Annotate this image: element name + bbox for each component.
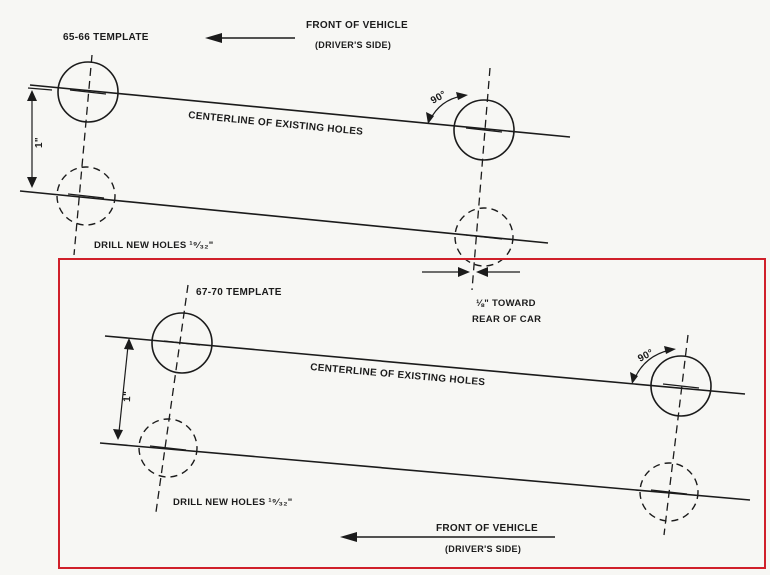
bottom-right-new-hole — [639, 462, 699, 522]
bottom-centerline-label: CENTERLINE OF EXISTING HOLES — [310, 362, 486, 388]
top-template-label: 65-66 TEMPLATE — [63, 32, 149, 43]
top-spacing-label: 1" — [34, 137, 45, 148]
top-front-label-2: (DRIVER'S SIDE) — [315, 40, 391, 50]
top-offset-dimension — [422, 267, 520, 277]
bottom-centerline — [104, 335, 746, 395]
bottom-left-vertical-axis — [155, 284, 189, 513]
top-diagram: 65-66 TEMPLATE FRONT OF VEHICLE (DRIVER'… — [19, 20, 571, 325]
top-front-label-1: FRONT OF VEHICLE — [306, 20, 408, 31]
top-centerline — [29, 84, 571, 138]
top-left-new-hole — [56, 166, 116, 226]
top-crosshairs — [67, 89, 503, 240]
top-angle-label: 90° — [429, 89, 448, 107]
top-front-arrow — [205, 33, 295, 43]
bottom-right-vertical-axis — [663, 334, 689, 536]
bottom-front-arrow — [340, 532, 555, 542]
top-offset-label-2: REAR OF CAR — [472, 314, 541, 325]
bottom-crosshairs — [149, 340, 700, 495]
bottom-new-holes-line — [99, 442, 751, 501]
bottom-spacing-label: 1" — [122, 391, 133, 402]
bottom-drill-label: DRILL NEW HOLES ¹⁹⁄₃₂" — [173, 497, 293, 508]
top-drill-label: DRILL NEW HOLES ¹⁹⁄₃₂" — [94, 240, 214, 251]
top-left-existing-hole — [57, 61, 119, 123]
highlight-box — [58, 258, 766, 569]
bottom-diagram: 67-70 TEMPLATE CENTERLINE OF EXISTING HO… — [99, 284, 751, 554]
top-offset-label-1: ⅛" TOWARD — [476, 298, 536, 309]
bottom-left-existing-hole — [151, 312, 213, 374]
bottom-angle-label: 90° — [636, 347, 655, 364]
top-spacing-dimension — [27, 87, 53, 188]
bottom-spacing-dimension — [113, 338, 134, 440]
top-left-vertical-axis — [73, 54, 93, 256]
bottom-template-label: 67-70 TEMPLATE — [196, 287, 282, 298]
bottom-left-new-hole — [138, 418, 198, 478]
top-right-existing-hole — [453, 99, 515, 161]
top-right-new-hole — [454, 207, 514, 267]
top-right-vertical-axis — [471, 67, 491, 291]
bottom-right-existing-hole — [650, 355, 712, 417]
bottom-front-label-2: (DRIVER'S SIDE) — [445, 544, 521, 554]
top-new-holes-line — [19, 190, 549, 244]
bottom-front-label-1: FRONT OF VEHICLE — [436, 523, 538, 534]
